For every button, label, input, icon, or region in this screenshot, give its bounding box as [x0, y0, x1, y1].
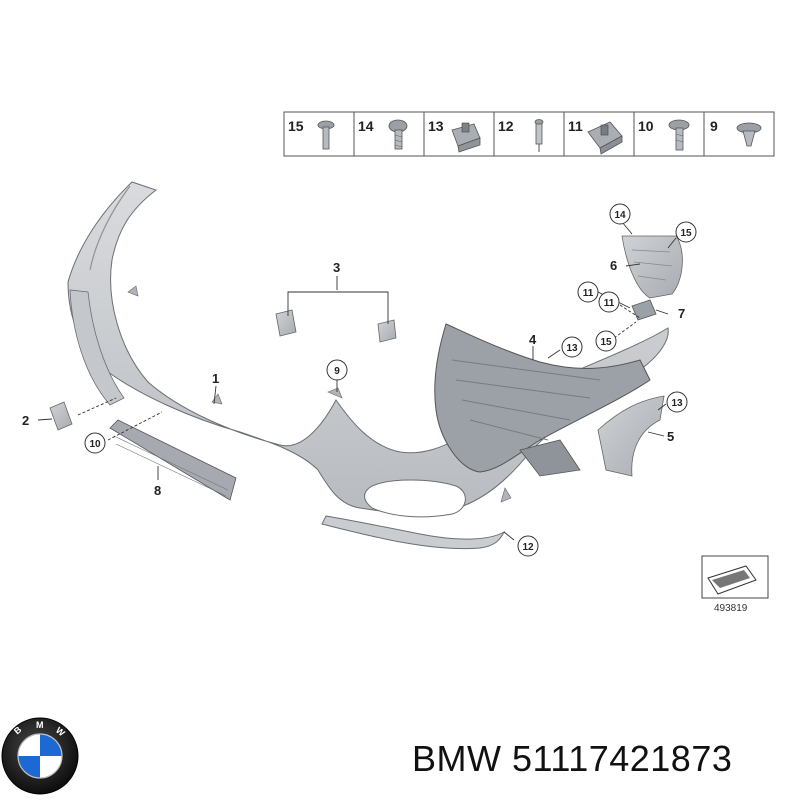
callout-part-6: 6	[610, 258, 617, 273]
svg-text:15: 15	[600, 337, 612, 348]
expanding-rivet-icon	[736, 122, 762, 147]
strip-number: 11	[568, 118, 583, 134]
torx-screw-icon	[317, 120, 335, 150]
leader-lines	[37, 221, 677, 541]
circled-callout-11: 11	[577, 281, 599, 303]
svg-text:M: M	[36, 720, 44, 730]
svg-text:9: 9	[334, 366, 340, 377]
callout-part-1: 1	[212, 371, 219, 386]
circled-callout-13: 13	[666, 391, 688, 413]
strip-number: 12	[498, 118, 514, 134]
pan-head-screw-icon	[388, 119, 408, 150]
bmw-logo: B M W	[1, 717, 79, 795]
circled-callout-15: 15	[595, 330, 617, 352]
folded-arrow-icon	[707, 565, 757, 595]
tow-hook-cover	[49, 401, 73, 431]
callout-part-2: 2	[22, 413, 29, 428]
bracket-pair	[275, 309, 397, 343]
svg-text:10: 10	[89, 439, 101, 450]
svg-text:15: 15	[680, 228, 692, 239]
mounting-clip	[631, 299, 657, 321]
lower-grille-strip	[109, 419, 237, 501]
callout-part-7: 7	[678, 306, 685, 321]
bumper-carrier	[434, 323, 651, 477]
reference-code: 493819	[714, 603, 748, 614]
fastener-strip: 15 14 13 12 11	[283, 111, 775, 157]
callout-part-8: 8	[154, 483, 161, 498]
circled-callout-14: 14	[609, 203, 631, 225]
callout-part-5: 5	[667, 429, 674, 444]
callout-part-4: 4	[529, 332, 537, 347]
circled-callout-9: 9	[326, 359, 348, 381]
strip-number: 9	[710, 118, 718, 134]
strip-number: 15	[288, 118, 304, 134]
svg-text:14: 14	[614, 210, 626, 221]
strip-number: 13	[428, 118, 444, 134]
svg-text:12: 12	[522, 542, 534, 553]
svg-text:13: 13	[671, 398, 683, 409]
strip-number: 10	[638, 118, 654, 134]
flange-screw-icon	[668, 119, 690, 151]
circled-callout-15: 15	[675, 221, 697, 243]
strip-number: 14	[358, 118, 374, 134]
square-clip-nut-icon	[451, 122, 481, 153]
svg-text:11: 11	[604, 298, 615, 309]
circled-callout-13: 13	[561, 336, 583, 358]
part-callouts: 1 2 3 4 5 6 7 8	[22, 258, 685, 498]
rivet-icon	[534, 119, 544, 152]
callout-part-3: 3	[333, 260, 340, 275]
reference-box: 493819	[701, 555, 769, 614]
svg-text:13: 13	[566, 343, 578, 354]
svg-text:11: 11	[583, 288, 594, 299]
circled-callout-12: 12	[517, 535, 539, 557]
circled-callouts: 9 10 11 11 12 13 13 14	[84, 203, 697, 557]
u-clip-nut-icon	[587, 121, 623, 155]
circled-callout-10: 10	[84, 432, 106, 454]
circled-callout-11: 11	[598, 291, 620, 313]
side-bracket	[597, 395, 665, 477]
svg-text:B: B	[12, 724, 24, 736]
part-number-caption: BMW 51117421873	[412, 738, 733, 779]
headlamp-bracket	[621, 235, 683, 299]
